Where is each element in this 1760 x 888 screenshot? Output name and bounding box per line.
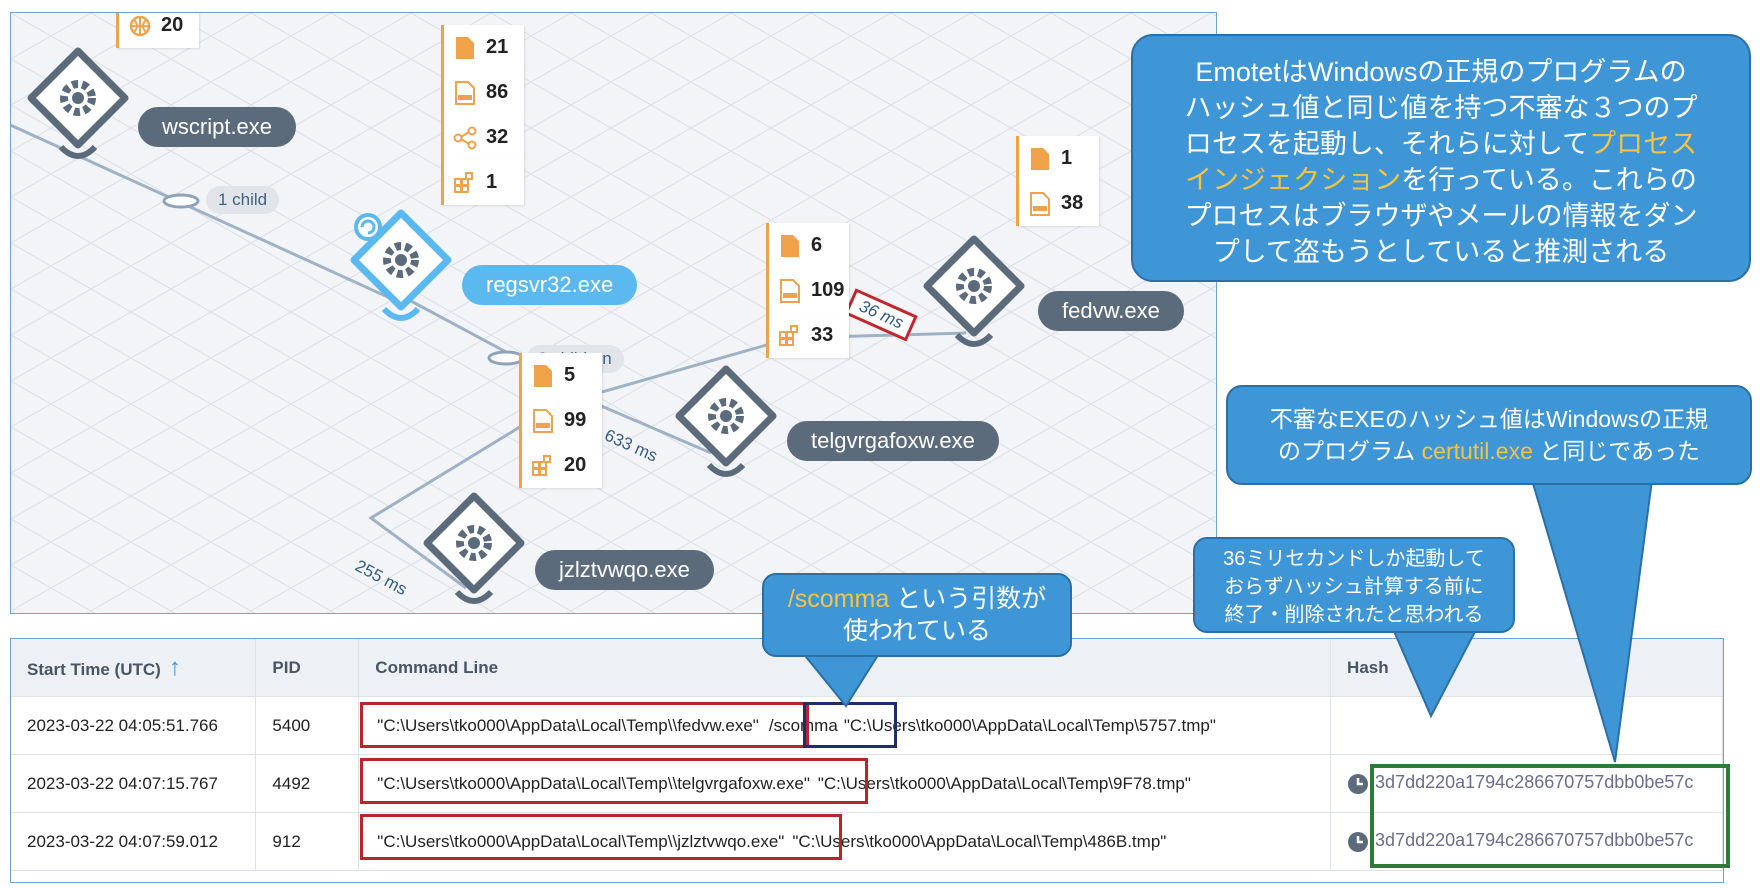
dll-icon: [452, 80, 478, 106]
clock-icon[interactable]: [1347, 773, 1369, 795]
node-jzlztvwqo[interactable]: [419, 488, 529, 613]
stack-item[interactable]: 6: [766, 223, 849, 268]
column-header-pid[interactable]: PID: [255, 639, 360, 697]
cell-command-line: "C:\Users\tko000\AppData\Local\Temp\\tel…: [358, 754, 1332, 813]
callout-hash-tail: [1530, 479, 1654, 763]
stack-item[interactable]: 21: [441, 25, 524, 70]
stack-item[interactable]: 32: [441, 115, 524, 160]
stack-item[interactable]: 20: [519, 443, 602, 488]
activity-stack-telgvrgafoxw: 6 109 33: [766, 223, 849, 358]
stack-item[interactable]: 1: [1016, 136, 1099, 181]
file-icon: [777, 233, 803, 259]
cmd-exe-path: "C:\Users\tko000\AppData\Local\Temp\\jzl…: [377, 831, 785, 851]
graph-grid: [11, 13, 1216, 613]
cell-start-time: 2023-03-22 04:07:59.012: [11, 812, 257, 871]
node-label-wscript[interactable]: wscript.exe: [138, 107, 297, 147]
hash-value[interactable]: 3d7dd220a1794c286670757dbb0be57c: [1375, 772, 1694, 793]
gear-icon: [675, 365, 777, 477]
dll-icon: [530, 408, 556, 434]
activity-stack-regsvr32: 21 86 32 1: [441, 25, 524, 205]
node-wscript[interactable]: [23, 43, 133, 178]
stack-item[interactable]: 33: [766, 313, 849, 358]
node-telgvrgafoxw[interactable]: [671, 361, 781, 496]
activity-stack-fedvw: 1 38: [1016, 136, 1099, 226]
callout-certutil-hash: 不審なEXEのハッシュ値はWindowsの正規 のプログラム certutil.…: [1226, 385, 1752, 485]
cmd-exe-path: "C:\Users\tko000\AppData\Local\Temp\\tel…: [377, 773, 810, 793]
column-header-hash[interactable]: Hash: [1330, 639, 1723, 697]
stack-item[interactable]: 1: [441, 160, 524, 205]
cmd-scomma-arg: /scomma: [768, 715, 838, 735]
cell-pid: 4492: [255, 754, 360, 813]
registry-icon: [530, 453, 556, 479]
network-icon: [452, 125, 478, 151]
cmd-tmp-path: "C:\Users\tko000\AppData\Local\Temp\9F78…: [817, 773, 1191, 793]
file-icon: [1027, 146, 1053, 172]
activity-stack-jzlztvwqo: 5 99 20: [519, 353, 602, 488]
gear-icon: [27, 47, 129, 159]
callout-scomma-tail: [800, 651, 882, 708]
edge-jzlztvwqo: [368, 406, 552, 590]
callout-scomma-argument: /scomma という引数が 使われている: [762, 573, 1072, 657]
stack-item[interactable]: 99: [519, 398, 602, 443]
dll-icon: [1027, 191, 1053, 217]
cell-command-line: "C:\Users\tko000\AppData\Local\Temp\\jzl…: [358, 812, 1332, 871]
connector-one-child[interactable]: [162, 193, 200, 209]
graph-canvas: [11, 13, 1216, 613]
file-icon: [530, 363, 556, 389]
stack-item[interactable]: 38: [1016, 181, 1099, 226]
gear-icon: [423, 492, 525, 604]
file-icon: [452, 35, 478, 61]
registry-icon: [777, 323, 803, 349]
process-graph[interactable]: 1 child 3 children 633 ms 255 ms 36 ms: [10, 12, 1217, 614]
edge-regsvr32-children: [395, 291, 522, 362]
dll-icon: [777, 278, 803, 304]
activity-stack-top: 20: [116, 13, 199, 48]
registry-icon: [452, 170, 478, 196]
connector-three-children[interactable]: [487, 350, 525, 366]
table-row[interactable]: 2023-03-22 04:07:15.767 4492 "C:\Users\t…: [11, 754, 1723, 813]
stack-item[interactable]: 20: [116, 13, 199, 48]
cell-hash: 3d7dd220a1794c286670757dbb0be57c: [1330, 812, 1723, 871]
node-label-jzlztvwqo[interactable]: jzlztvwqo.exe: [535, 550, 714, 590]
column-header-start-time[interactable]: Start Time (UTC)↑: [11, 639, 257, 697]
node-fedvw[interactable]: [919, 231, 1029, 366]
node-label-fedvw[interactable]: fedvw.exe: [1038, 291, 1184, 331]
stack-item[interactable]: 109: [766, 268, 849, 313]
clock-icon[interactable]: [1347, 831, 1369, 853]
cell-pid: 912: [255, 812, 360, 871]
stack-item[interactable]: 5: [519, 353, 602, 398]
cell-pid: 5400: [255, 696, 360, 755]
cell-start-time: 2023-03-22 04:05:51.766: [11, 696, 257, 755]
callout-emotet-injection: EmotetはWindowsの正規のプログラムの ハッシュ値と同じ値を持つ不審な…: [1131, 34, 1751, 282]
node-label-telgvrgafoxw[interactable]: telgvrgafoxw.exe: [787, 421, 999, 461]
globe-icon: [127, 13, 153, 39]
callout-36ms-tail: [1388, 621, 1482, 719]
callout-36ms-deleted: 36ミリセカンドしか起動して おらずハッシュ計算する前に 終了・削除されたと思わ…: [1193, 537, 1515, 633]
cell-hash: [1330, 696, 1723, 755]
gear-icon: [350, 209, 452, 321]
sort-ascending-icon[interactable]: ↑: [168, 653, 181, 681]
node-regsvr32[interactable]: [346, 205, 456, 340]
cmd-tmp-path: "C:\Users\tko000\AppData\Local\Temp\486B…: [792, 831, 1167, 851]
edge-label-one-child[interactable]: 1 child: [206, 186, 280, 214]
cell-start-time: 2023-03-22 04:07:15.767: [11, 754, 257, 813]
node-label-regsvr32[interactable]: regsvr32.exe: [462, 265, 638, 305]
stack-item[interactable]: 86: [441, 70, 524, 115]
cmd-exe-path: "C:\Users\tko000\AppData\Local\Temp\\fed…: [377, 715, 759, 735]
gear-icon: [923, 235, 1025, 347]
cmd-tmp-path: "C:\Users\tko000\AppData\Local\Temp\5757…: [843, 715, 1216, 735]
table-row[interactable]: 2023-03-22 04:07:59.012 912 "C:\Users\tk…: [11, 812, 1723, 871]
hash-value[interactable]: 3d7dd220a1794c286670757dbb0be57c: [1375, 830, 1694, 851]
